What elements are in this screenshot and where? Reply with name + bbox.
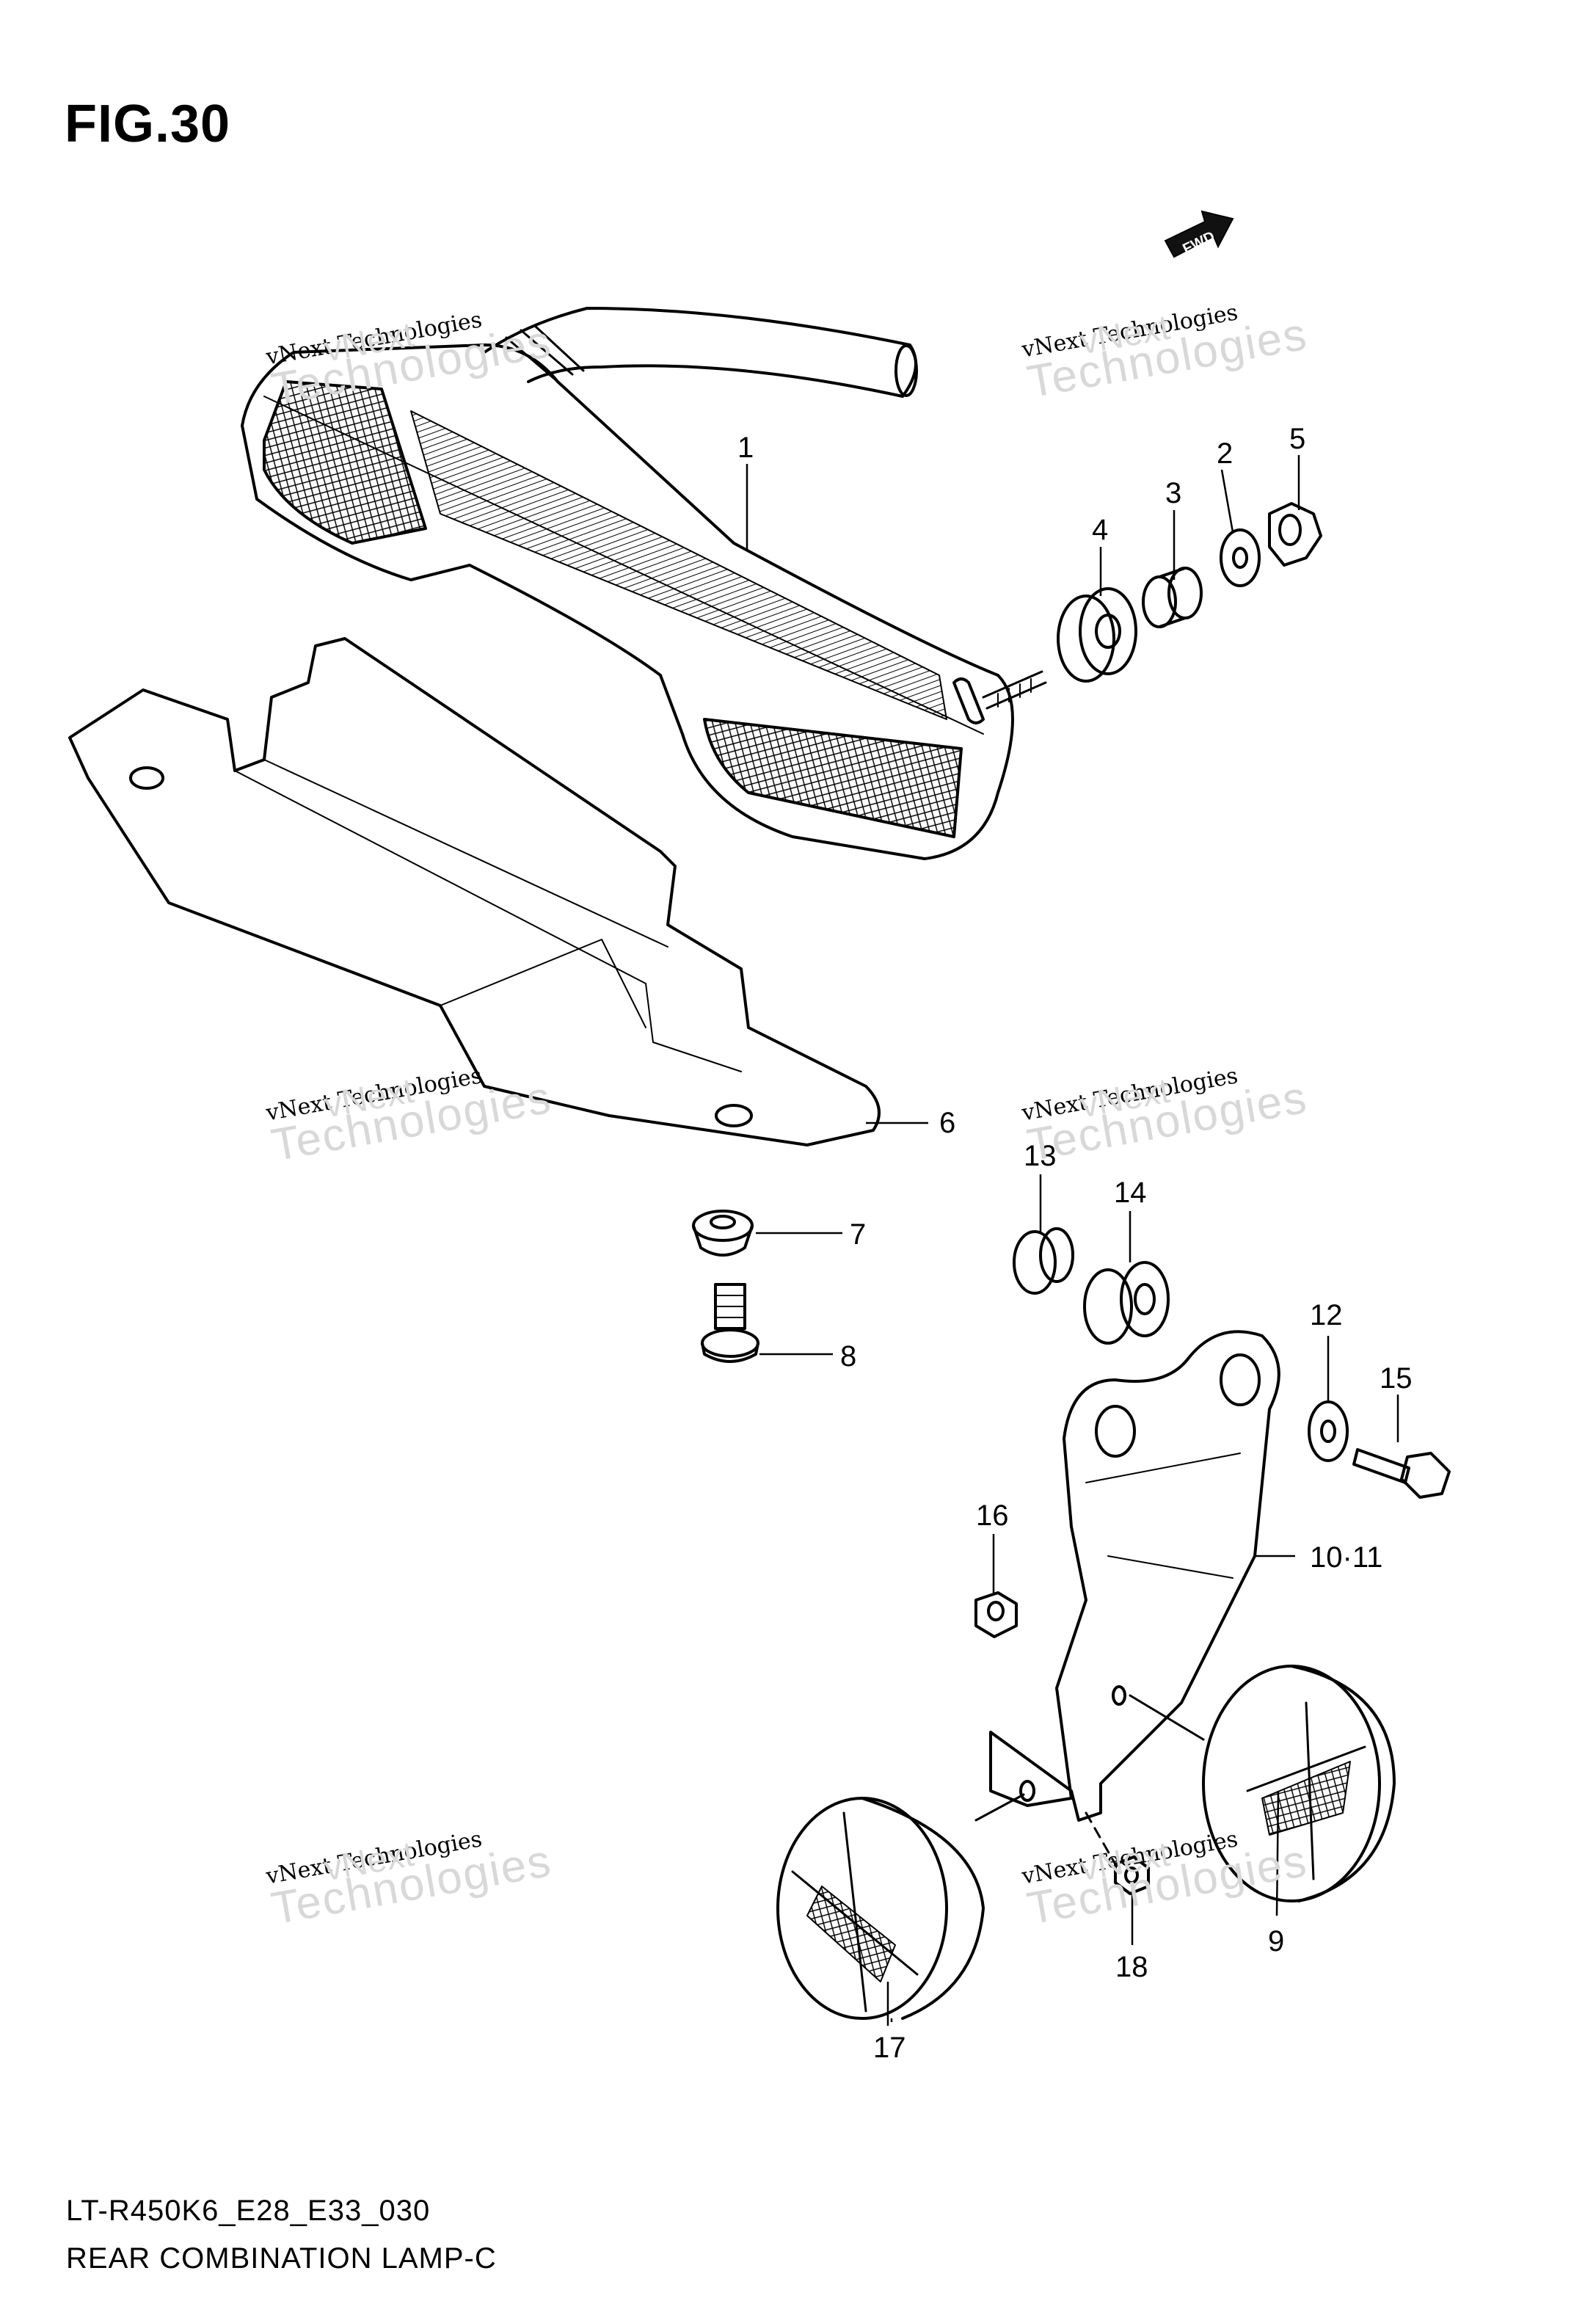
nut-part-5 (1268, 502, 1322, 567)
callout-8: 8 (840, 1340, 857, 1373)
part-title: REAR COMBINATION LAMP-C (66, 2242, 497, 2275)
tail-lamp-assembly (241, 307, 1047, 860)
grommet-part-7 (692, 1210, 754, 1257)
grommet-part-4 (1057, 587, 1137, 683)
callout-15: 15 (1380, 1362, 1413, 1395)
grommet-part-14 (1083, 1261, 1170, 1345)
callout-9: 9 (1268, 1925, 1285, 1957)
callout-6: 6 (939, 1107, 956, 1139)
callout-16: 16 (976, 1499, 1009, 1532)
bolt-part-15 (1352, 1448, 1451, 1499)
washer-part-2 (1220, 528, 1261, 587)
callout-10-11: 10·11 (1310, 1541, 1383, 1574)
callout-5: 5 (1289, 423, 1306, 455)
nut-part-18 (1085, 1811, 1150, 1895)
collar-part-3 (1142, 567, 1203, 628)
reflector-part-17 (776, 1793, 1025, 2020)
washer-part-12 (1308, 1400, 1349, 1462)
fwd-arrow-icon: FWD (1159, 206, 1240, 275)
reflector-bracket-part-10-11 (989, 1330, 1280, 1822)
callout-1: 1 (737, 432, 754, 464)
callout-18: 18 (1115, 1951, 1148, 1983)
callout-4: 4 (1092, 514, 1109, 546)
model-code: LT-R450K6_E28_E33_030 (66, 2195, 431, 2227)
reflector-part-9 (1129, 1665, 1396, 1902)
bolt-part-8 (701, 1283, 759, 1363)
callout-3: 3 (1165, 477, 1182, 509)
lamp-bracket-part-6 (68, 637, 881, 1146)
callout-14: 14 (1114, 1177, 1147, 1209)
collar-part-13 (1013, 1227, 1074, 1295)
callout-13: 13 (1024, 1140, 1057, 1172)
figure-title: FIG.30 (65, 95, 231, 153)
nut-part-16 (974, 1591, 1018, 1638)
callout-12: 12 (1310, 1299, 1343, 1331)
callout-17: 17 (873, 2032, 906, 2064)
callout-2: 2 (1217, 437, 1234, 470)
callout-7: 7 (850, 1218, 867, 1251)
